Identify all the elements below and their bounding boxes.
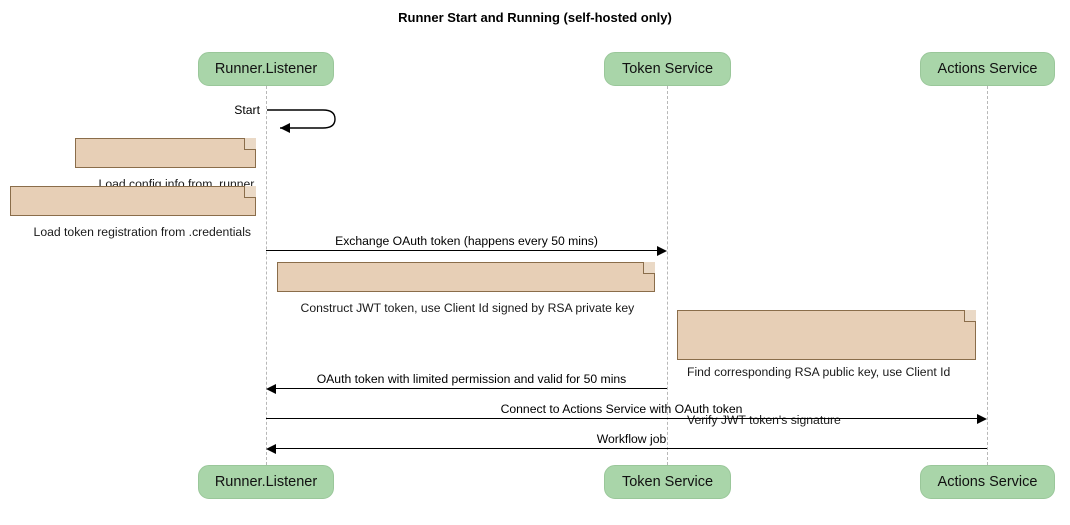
note-construct-jwt: Construct JWT token, use Client Id signe… xyxy=(277,262,655,315)
note-load-config: Load config info from .runner xyxy=(75,138,256,191)
note-fold-icon xyxy=(964,310,976,322)
participant-token-top[interactable]: Token Service xyxy=(604,52,731,86)
participant-label: Actions Service xyxy=(937,61,1038,77)
participant-token-bottom[interactable]: Token Service xyxy=(604,465,731,499)
participant-label: Token Service xyxy=(621,61,714,77)
page-title: Runner Start and Running (self-hosted on… xyxy=(398,10,672,25)
note-text: Construct JWT token, use Client Id signe… xyxy=(300,301,635,315)
message-arrowhead-oauth-token-response xyxy=(266,383,276,394)
message-line-oauth-token-response xyxy=(276,388,667,389)
note-fold-icon xyxy=(643,262,655,274)
message-line-connect-actions xyxy=(266,418,977,419)
note-text-line-1: Find corresponding RSA public key, use C… xyxy=(687,365,951,379)
participant-label: Runner.Listener xyxy=(214,474,318,490)
note-verify-jwt: Find corresponding RSA public key, use C… xyxy=(677,310,976,427)
participant-label: Runner.Listener xyxy=(214,61,318,77)
lifeline-actions xyxy=(987,86,988,465)
note-load-token-registration: Load token registration from .credential… xyxy=(10,186,256,239)
participant-runner-top[interactable]: Runner.Listener xyxy=(198,52,334,86)
participant-actions-bottom[interactable]: Actions Service xyxy=(920,465,1055,499)
note-fold-icon xyxy=(244,138,256,150)
message-label-oauth-token-response: OAuth token with limited permission and … xyxy=(316,372,627,386)
participant-actions-top[interactable]: Actions Service xyxy=(920,52,1055,86)
participant-runner-bottom[interactable]: Runner.Listener xyxy=(198,465,334,499)
message-arrowhead-workflow-job xyxy=(266,443,276,454)
participant-label: Token Service xyxy=(621,474,714,490)
message-line-exchange-oauth-token xyxy=(266,250,657,251)
message-label-workflow-job: Workflow job xyxy=(596,432,667,446)
participant-label: Actions Service xyxy=(937,474,1038,490)
lifeline-runner xyxy=(266,86,267,465)
note-text: Load token registration from .credential… xyxy=(33,225,252,239)
message-arrowhead-connect-actions xyxy=(977,413,987,424)
lifeline-token xyxy=(667,86,668,465)
self-message-label-start: Start xyxy=(234,103,260,117)
message-label-exchange-oauth-token: Exchange OAuth token (happens every 50 m… xyxy=(335,234,598,248)
note-fold-icon xyxy=(244,186,256,198)
note-text-line-2: Verify JWT token's signature xyxy=(687,413,841,427)
message-line-workflow-job xyxy=(276,448,987,449)
self-message-arrow-start xyxy=(266,104,346,136)
message-arrowhead-exchange-oauth-token xyxy=(657,245,667,256)
message-label-connect-actions: Connect to Actions Service with OAuth to… xyxy=(500,402,743,416)
